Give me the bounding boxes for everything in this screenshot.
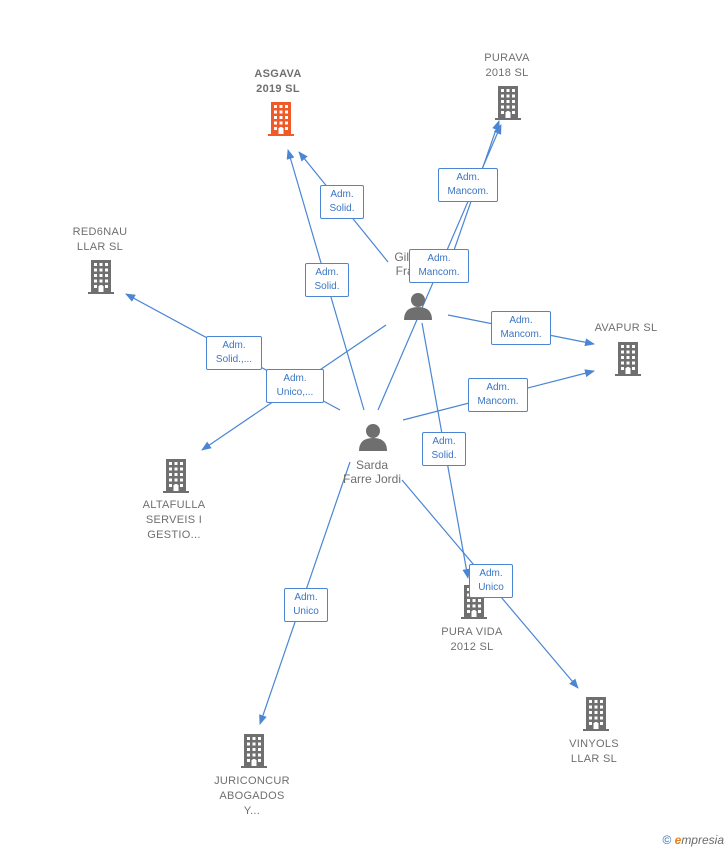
person-icon-gil[interactable] [404,293,432,320]
edge-role-line: Adm. [486,382,510,393]
company-name-line: Y... [243,805,261,817]
edge-label-sarda-asgava[interactable]: Adm. Solid. [305,263,349,297]
edge-role-line: Mancom. [500,329,542,340]
edge-role-line: Mancom. [418,267,460,278]
edge-role-line: Mancom. [447,186,489,197]
company-name-line: LLAR SL [76,241,124,253]
edge-role-line: Unico [478,582,504,593]
building-icon-red6nau[interactable] [88,260,114,294]
edge-role-line: Mancom. [477,396,519,407]
edge-role-line: Adm. [479,568,503,579]
building-icon-avapur[interactable] [615,342,641,376]
edge-label-gil-purava[interactable]: Adm. Mancom. [438,168,498,202]
company-label-purava[interactable]: PURAVA 2018 SL [447,51,567,81]
building-icon-vinyols[interactable] [583,697,609,731]
building-icon-purava[interactable] [495,86,521,120]
company-name-line: RED6NAU [72,226,128,238]
company-label-asgava[interactable]: ASGAVA 2019 SL [218,67,338,97]
edge-label-sarda-vinyols[interactable]: Adm. Unico [469,564,513,598]
brand-logo-e: e [674,833,682,847]
edge-role-line: Adm. [427,253,451,264]
edge-role-line: Unico,... [276,387,314,398]
edge-role-line: Adm. [432,436,456,447]
company-name-line: 2018 SL [485,67,529,79]
person-name-line: Farre Jordi [342,472,401,486]
company-label-vinyols[interactable]: VINYOLS LLAR SL [534,737,654,767]
company-name-line: AVAPUR SL [594,322,658,334]
company-name-line: VINYOLS [569,738,619,750]
building-icon-juriconcur[interactable] [241,734,267,768]
edge-label-gil-puravida[interactable]: Adm. Solid. [422,432,466,466]
company-label-red6nau[interactable]: RED6NAU LLAR SL [40,225,160,255]
edge-role-line: Adm. [315,267,339,278]
edge-role-line: Unico [293,606,319,617]
edge-label-gil-avapur[interactable]: Adm. Mancom. [491,311,551,345]
edge-role-line: Adm. [294,592,318,603]
edge-role-line: Adm. [509,315,533,326]
edge-role-line: Solid. [314,281,340,292]
person-icon-sarda[interactable] [359,424,387,451]
copyright-icon: © [662,833,672,847]
company-label-puravida[interactable]: PURA VIDA 2012 SL [412,625,532,655]
brand-name: mpresia [681,833,724,847]
edge-label-sarda-purava[interactable]: Adm. Mancom. [409,249,469,283]
edge-role-line: Solid.,... [215,354,253,365]
edge-label-sarda-juriconcur[interactable]: Adm. Unico [284,588,328,622]
edge-role-line: Solid. [329,203,355,214]
company-name-line: PURA VIDA [441,626,503,638]
company-name-line: GESTIO... [147,529,201,541]
company-name-line: ASGAVA [254,68,302,80]
company-name-line: SERVEIS I [145,514,203,526]
company-name-line: JURICONCUR [214,775,290,787]
person-name-line: Sarda [355,458,389,472]
company-label-juriconcur[interactable]: JURICONCUR ABOGADOS Y... [192,774,312,819]
company-name-line: 2019 SL [256,83,300,95]
edge-role-line: Adm. [222,340,246,351]
building-icon-altafulla[interactable] [163,459,189,493]
company-label-altafulla[interactable]: ALTAFULLA SERVEIS I GESTIO... [114,498,234,543]
edge-role-line: Adm. [330,189,354,200]
edge-role-line: Solid. [431,450,457,461]
company-label-avapur[interactable]: AVAPUR SL [566,321,686,336]
footer-brand: © empresia [662,833,724,847]
company-name-line: 2012 SL [450,641,494,653]
company-name-line: PURAVA [484,52,530,64]
edge-role-line: Adm. [283,373,307,384]
edge-role-line: Adm. [456,172,480,183]
edge-label-sarda-red6nau[interactable]: Adm. Solid.,... [206,336,262,370]
edge-label-sarda-avapur[interactable]: Adm. Mancom. [468,378,528,412]
building-icon-asgava[interactable] [268,102,294,136]
edge-label-gil-altafulla[interactable]: Adm. Unico,... [266,369,324,403]
edge-label-gil-asgava[interactable]: Adm. Solid. [320,185,364,219]
company-name-line: ABOGADOS [219,790,285,802]
company-name-line: ALTAFULLA [142,499,206,511]
company-name-line: LLAR SL [570,753,618,765]
